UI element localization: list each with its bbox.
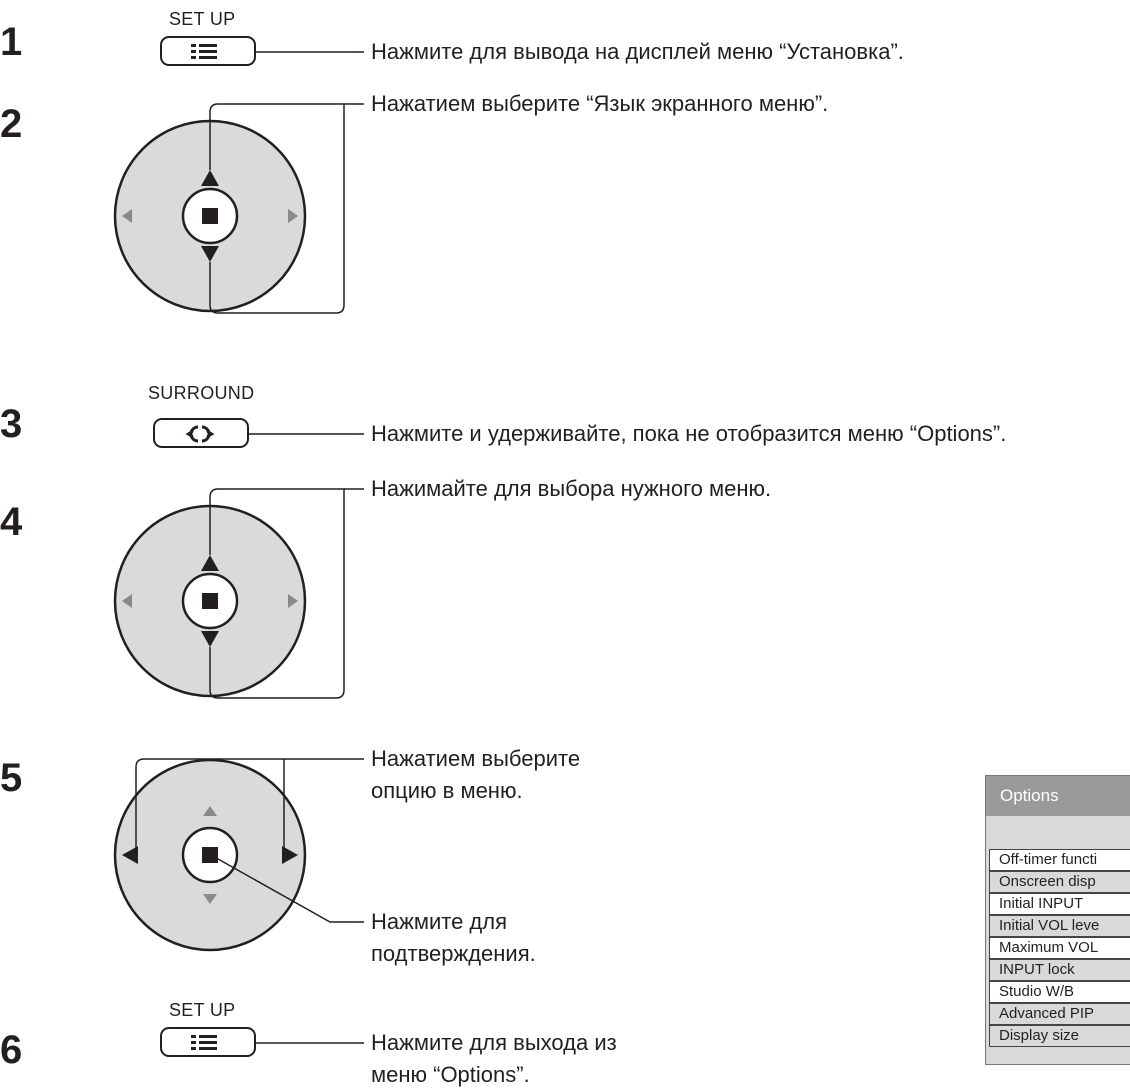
menu-list-icon (191, 1035, 217, 1050)
step-number-6: 6 (0, 1028, 23, 1072)
setup-exit-button-label: SET UP (169, 1000, 236, 1020)
dpad-step2[interactable] (113, 103, 345, 314)
step-number-5: 5 (0, 756, 23, 800)
menu-item-advanced-pip[interactable]: Advanced PIP (989, 1003, 1130, 1025)
step-number-4: 4 (0, 500, 23, 544)
step6-description: Нажмите для выхода из меню “Options”. (371, 1030, 617, 1087)
surround-icon (185, 425, 215, 443)
dpad-step4[interactable] (113, 488, 345, 699)
menu-item-onscreen-display[interactable]: Onscreen disp (989, 871, 1130, 893)
step-number-3: 3 (0, 402, 23, 446)
step5-confirm-description: Нажмите для подтверждения. (371, 909, 536, 966)
menu-item-off-timer[interactable]: Off-timer functi (989, 849, 1130, 871)
step2-description: Нажатием выберите “Язык экранного меню”. (371, 91, 829, 116)
setup-button[interactable] (160, 36, 256, 66)
surround-button[interactable] (153, 418, 249, 448)
step4-description: Нажимайте для выбора нужного меню. (371, 476, 772, 501)
menu-item-display-size[interactable]: Display size (989, 1025, 1130, 1047)
step-number-2: 2 (0, 102, 23, 146)
options-menu: Options Off-timer functi Onscreen disp I… (985, 775, 1130, 1065)
step-number-1: 1 (0, 20, 23, 64)
setup-button-label: SET UP (169, 9, 236, 29)
step3-description: Нажмите и удерживайте, пока не отобразит… (371, 421, 1007, 446)
menu-item-initial-input[interactable]: Initial INPUT (989, 893, 1130, 915)
menu-item-initial-vol-level[interactable]: Initial VOL leve (989, 915, 1130, 937)
step5-select-description: Нажатием выберите опцию в меню. (371, 746, 581, 803)
menu-item-studio-wb[interactable]: Studio W/B (989, 981, 1130, 1003)
menu-list-icon (191, 44, 217, 59)
step1-description: Нажмите для вывода на дисплей меню “Уста… (371, 39, 904, 64)
setup-exit-button[interactable] (160, 1027, 256, 1057)
options-menu-title: Options (986, 776, 1130, 816)
menu-item-input-lock[interactable]: INPUT lock (989, 959, 1130, 981)
menu-item-maximum-vol[interactable]: Maximum VOL (989, 937, 1130, 959)
surround-button-label: SURROUND (148, 383, 255, 403)
dpad-step5[interactable] (113, 758, 364, 952)
